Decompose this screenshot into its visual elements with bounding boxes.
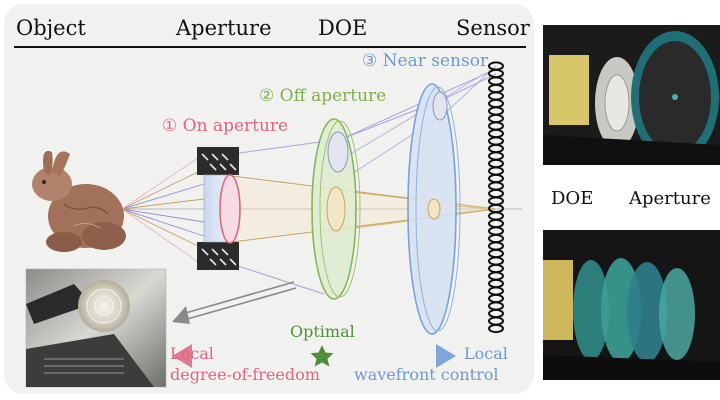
star-icon [310,345,334,367]
sensor-coil-ring [488,248,504,259]
sensor-coil-ring [488,128,504,139]
label-right-1: Local [464,344,508,363]
sensor-coil-ring [488,293,504,304]
sensor-coil-ring [488,278,504,289]
doe-off-aperture [311,118,361,300]
sensor-coil-ring [488,83,504,94]
aperture-element [197,147,241,270]
label-left-2: degree-of-freedom [170,365,320,384]
sensor-coil-ring [488,188,504,199]
double-arrow-icon [172,281,297,324]
sensor-coil-ring [488,136,504,146]
sensor-coil-ring [488,76,504,86]
doe-photo [25,268,167,388]
label-optimal: Optimal [290,322,355,341]
label-near-sensor: ③ Near sensor [362,51,489,71]
sensor-coil-ring [488,121,504,131]
sensor-coil-ring [488,308,504,319]
sensor-coil-ring [488,166,504,176]
header-aperture: Aperture [176,16,272,40]
camera-photo-bottom [543,230,720,380]
sensor-coil-ring [488,211,504,221]
label-off-aperture: ② Off aperture [259,86,387,106]
sensor-coil-ring [488,173,504,184]
header-sensor: Sensor [456,16,530,40]
sensor-coil-ring [488,151,504,161]
photo-label-aperture: Aperture [625,188,715,209]
sensor-coil-ring [488,316,504,326]
label-on-aperture: ① On aperture [162,116,289,136]
sensor-coil-ring [488,91,504,101]
bunny-icon [32,150,126,252]
sensor-coil-ring [488,241,504,251]
sensor-coil-ring [488,143,504,154]
header-doe: DOE [318,16,368,40]
header-object: Object [16,16,86,40]
photo-label-doe: DOE [547,188,598,209]
sensor-coil-ring [488,323,504,334]
label-right-2: wavefront control [354,365,499,384]
optics-diagram [25,61,522,388]
sensor-coil-ring [488,113,504,124]
spectrum-arrow [172,344,456,368]
sensor-coil-ring [488,233,504,244]
sensor-coil-ring [488,301,504,311]
header-rule [14,46,526,48]
sensor-coil-ring [488,271,504,281]
sensor-coil-ring [488,286,504,296]
doe-near-sensor [407,83,461,335]
sensor-coil-ring [488,106,504,116]
sensor-coil-icon [488,61,504,334]
sensor-coil-ring [488,68,504,79]
sensor-coil-ring [488,181,504,191]
sensor-coil-ring [488,98,504,109]
object-rays [121,153,205,267]
camera-photo-top [543,25,720,165]
sensor-coil-ring [488,226,504,236]
sensor-coil-ring [488,158,504,169]
camera-photo-panel: DOE Aperture [543,20,720,380]
sensor-coil-ring [488,218,504,229]
sensor-coil-ring [488,196,504,206]
sensor-coil-ring [488,263,504,274]
main-panel: Object Aperture DOE Sensor ① On aperture… [4,4,534,394]
label-left-1: Local [170,344,214,363]
sensor-coil-ring [488,256,504,266]
